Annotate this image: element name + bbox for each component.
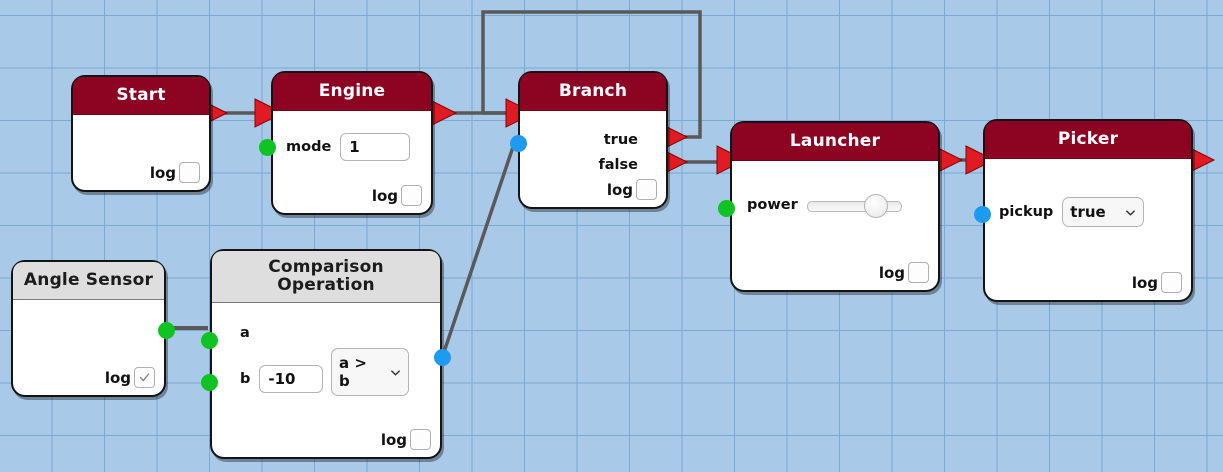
node-engine-mode-label: mode bbox=[286, 139, 332, 155]
node-engine-title: Engine bbox=[318, 80, 386, 101]
node-launcher-header: Launcher bbox=[732, 123, 938, 161]
node-comparison-operator-value: a > b bbox=[339, 354, 367, 390]
node-angle-sensor-log-checkbox[interactable] bbox=[134, 367, 155, 388]
node-angle-sensor-log-label: log bbox=[104, 368, 131, 387]
node-comparison-operation-title-line1: Comparison bbox=[268, 256, 384, 277]
node-branch-condition-port[interactable] bbox=[510, 135, 527, 152]
node-launcher-log-checkbox[interactable] bbox=[908, 262, 929, 283]
node-branch-body: true false log bbox=[510, 111, 666, 207]
node-comparison-log-row[interactable]: log bbox=[381, 429, 431, 450]
node-branch-false-label: false bbox=[598, 157, 638, 173]
node-engine[interactable]: Engine mode 1 log bbox=[259, 71, 433, 215]
node-angle-sensor[interactable]: Angle Sensor log bbox=[11, 260, 175, 397]
node-comparison-operator-select[interactable]: a > b bbox=[331, 348, 409, 396]
node-angle-sensor-log-row[interactable]: log bbox=[105, 367, 155, 388]
node-engine-mode-input[interactable]: 1 bbox=[340, 133, 411, 161]
node-picker-pickup-value: true bbox=[1070, 203, 1106, 221]
node-engine-log-row[interactable]: log bbox=[372, 185, 422, 206]
node-picker-log-label: log bbox=[1131, 273, 1158, 292]
node-start-title: Start bbox=[116, 84, 166, 105]
node-branch-true-label: true bbox=[603, 132, 638, 148]
slider-thumb[interactable] bbox=[863, 194, 888, 218]
node-branch[interactable]: Branch true false log bbox=[510, 71, 668, 209]
chevron-down-icon bbox=[391, 369, 400, 376]
node-engine-header: Engine bbox=[273, 73, 431, 111]
node-picker[interactable]: Picker pickup true log bbox=[974, 119, 1193, 302]
node-comparison-input-b-port[interactable] bbox=[201, 374, 218, 391]
node-comparison-log-checkbox[interactable] bbox=[410, 429, 431, 450]
node-launcher-power-row: power bbox=[747, 194, 902, 218]
node-launcher-power-slider[interactable] bbox=[806, 194, 902, 218]
node-launcher[interactable]: Launcher power log bbox=[718, 121, 940, 292]
node-launcher-power-port[interactable] bbox=[718, 200, 735, 217]
slider-track bbox=[806, 201, 902, 212]
node-comparison-operation[interactable]: Comparison Operation a a > b b -10 log bbox=[201, 249, 451, 459]
node-start-log-checkbox[interactable] bbox=[179, 162, 200, 183]
node-branch-title: Branch bbox=[558, 80, 628, 101]
node-comparison-operation-body: a a > b b -10 log bbox=[201, 303, 451, 457]
node-picker-header: Picker bbox=[985, 121, 1191, 159]
node-engine-log-label: log bbox=[371, 186, 398, 205]
node-launcher-log-label: log bbox=[878, 263, 905, 282]
node-comparison-log-label: log bbox=[380, 430, 407, 449]
node-comparison-a-row: a bbox=[240, 325, 250, 341]
node-picker-title: Picker bbox=[1057, 128, 1119, 149]
node-comparison-b-row: b -10 bbox=[240, 365, 324, 393]
chevron-down-icon bbox=[1126, 209, 1136, 216]
node-launcher-log-row[interactable]: log bbox=[879, 262, 929, 283]
node-comparison-output-port[interactable] bbox=[434, 349, 451, 366]
node-start-header: Start bbox=[73, 77, 209, 115]
node-comparison-input-a-port[interactable] bbox=[201, 332, 218, 349]
node-picker-log-row[interactable]: log bbox=[1132, 272, 1182, 293]
node-launcher-title: Launcher bbox=[789, 130, 881, 151]
node-start-log-row[interactable]: log bbox=[150, 162, 200, 183]
node-branch-log-row[interactable]: log bbox=[607, 179, 657, 200]
node-branch-header: Branch bbox=[520, 73, 666, 111]
node-comparison-operation-title-line2: Operation bbox=[277, 274, 375, 295]
node-launcher-power-label: power bbox=[747, 197, 798, 213]
node-picker-pickup-port[interactable] bbox=[974, 206, 991, 223]
node-start-log-label: log bbox=[149, 163, 176, 182]
node-angle-sensor-header: Angle Sensor bbox=[13, 262, 164, 300]
node-engine-body: mode 1 log bbox=[259, 111, 431, 213]
node-comparison-operation-header: Comparison Operation bbox=[212, 251, 440, 303]
node-angle-sensor-output-port[interactable] bbox=[158, 322, 175, 339]
node-launcher-body: power log bbox=[718, 161, 938, 290]
node-engine-mode-row: mode 1 bbox=[286, 133, 411, 161]
node-angle-sensor-body: log bbox=[13, 300, 175, 395]
node-comparison-b-input[interactable]: -10 bbox=[259, 365, 324, 393]
node-branch-log-checkbox[interactable] bbox=[636, 179, 657, 200]
node-start-body: log bbox=[73, 115, 209, 190]
node-engine-log-checkbox[interactable] bbox=[401, 185, 422, 206]
node-picker-pickup-row: pickup true bbox=[999, 197, 1145, 227]
node-picker-log-checkbox[interactable] bbox=[1161, 272, 1182, 293]
node-engine-mode-port[interactable] bbox=[259, 139, 276, 156]
node-comparison-a-label: a bbox=[240, 325, 250, 341]
check-icon bbox=[139, 373, 150, 382]
node-picker-pickup-select[interactable]: true bbox=[1062, 197, 1145, 227]
node-comparison-b-label: b bbox=[240, 371, 251, 387]
wire-comparison-to-branch-condition bbox=[442, 140, 517, 353]
node-start[interactable]: Start log bbox=[71, 75, 211, 192]
node-branch-log-label: log bbox=[606, 180, 633, 199]
node-angle-sensor-title: Angle Sensor bbox=[23, 269, 154, 290]
node-picker-body: pickup true log bbox=[974, 159, 1191, 300]
node-picker-pickup-label: pickup bbox=[999, 204, 1054, 220]
